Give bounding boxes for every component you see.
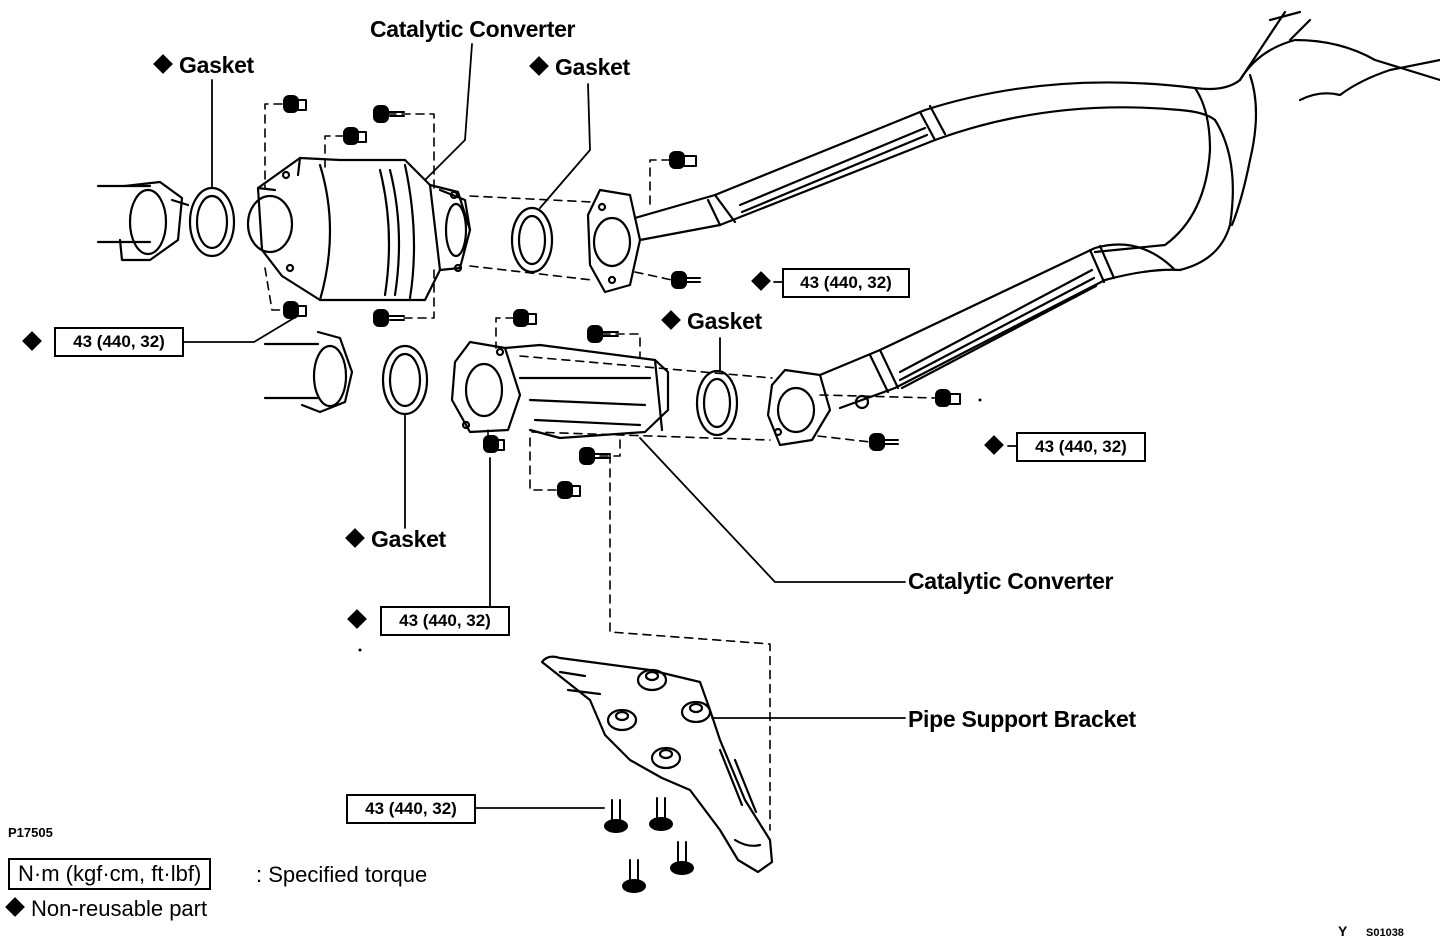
legend-torque-unit-box: N·m (kgf·cm, ft·lbf) <box>8 858 212 890</box>
figure-id: P17505 <box>8 825 53 840</box>
torque-spec-left-manifold: 43 (440, 32) <box>54 327 184 357</box>
gasket-ring-top-left <box>188 186 236 258</box>
alignment-dashes <box>264 103 937 831</box>
nonreusable-diamond-icon <box>5 897 25 917</box>
gasket-ring-lower-right <box>695 369 739 437</box>
label-gasket-right: Gasket <box>660 310 762 333</box>
label-catalytic-converter-top: Catalytic Converter <box>370 16 576 42</box>
label-gasket-bottom: Gasket <box>344 528 446 551</box>
legend-torque-desc: : Specified torque <box>256 862 428 887</box>
torque-spec-front-pipe-top-right: 43 (440, 32) <box>782 268 910 298</box>
nonreusable-diamond-icon <box>661 310 681 330</box>
legend-nonreusable: Non-reusable part <box>5 897 207 920</box>
label-gasket-top-left: Gasket <box>152 54 254 77</box>
exhaust-pipe-upper <box>633 10 1440 272</box>
catalytic-converter-upper <box>246 156 472 302</box>
torque-spec-bracket-bolts: 43 (440, 32) <box>346 794 476 824</box>
scan-specks <box>358 398 982 652</box>
gasket-ring-top-center <box>510 206 554 274</box>
corner-reference-code: S01038 <box>1366 927 1404 939</box>
manifold-pipe-lower <box>263 330 354 414</box>
nonreusable-diamond-icon <box>345 528 365 548</box>
pipe-flange-lower <box>766 368 870 447</box>
exhaust-pipe-lower <box>818 243 1182 410</box>
label-pipe-support-bracket: Pipe Support Bracket <box>908 706 1136 732</box>
nonreusable-diamond-icon <box>153 54 173 74</box>
gasket-ring-lower-left <box>381 344 429 416</box>
torque-spec-lower-converter: 43 (440, 32) <box>380 606 510 636</box>
pipe-support-bracket <box>540 655 774 874</box>
bracket-bolts <box>604 797 694 893</box>
catalytic-converter-lower <box>450 340 670 440</box>
torque-spec-front-pipe-lower-right: 43 (440, 32) <box>1016 432 1146 462</box>
label-catalytic-converter-bottom: Catalytic Converter <box>908 568 1114 594</box>
manifold-pipe-upper <box>96 180 190 262</box>
pipe-flange-upper <box>586 188 642 294</box>
corner-y-mark: Y <box>1338 923 1348 939</box>
nonreusable-diamond-icon <box>529 56 549 76</box>
label-gasket-top-center: Gasket <box>528 56 630 79</box>
